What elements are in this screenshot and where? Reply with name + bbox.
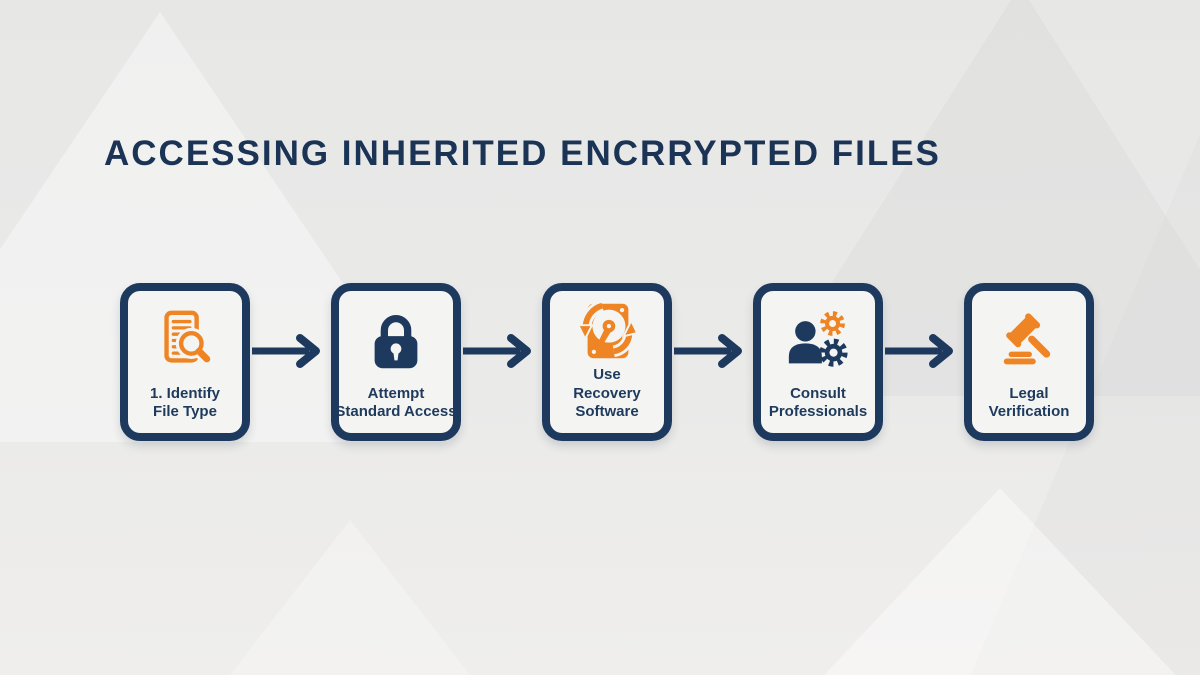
arrow-right-icon (250, 332, 331, 370)
flow-step-attempt-standard-access: Attempt Standard Access (331, 283, 461, 441)
document-search-icon (151, 297, 219, 385)
person-gears-icon (784, 297, 852, 385)
flow-step-use-recovery-software: Use Recovery Software (542, 283, 672, 441)
step-label-line: Consult (790, 384, 846, 402)
gavel-icon (995, 297, 1063, 385)
step-label-line: Professionals (768, 403, 868, 421)
flow-step-legal-verification: Legal Verification (964, 283, 1094, 441)
page-title: ACCESSING INHERITED ENCRRYPTED FILES (104, 134, 941, 173)
step-label: Consult Professionals (769, 385, 867, 423)
arrow-right-icon (672, 332, 753, 370)
background-triangle (690, 488, 1200, 675)
step-label-line: Use (593, 365, 621, 383)
flowchart: 1. Identify File Type Attempt (120, 283, 1094, 441)
step-label: 1. Identify File Type (150, 385, 220, 423)
step-label-line: File Type (153, 403, 217, 421)
step-label: Use Recovery Software (573, 366, 641, 422)
step-label-line: Standard Access (335, 403, 457, 421)
padlock-icon (362, 297, 430, 385)
arrow-right-icon (883, 332, 964, 370)
step-label: Attempt Standard Access (335, 385, 456, 423)
arrow-right-icon (461, 332, 542, 370)
step-label-line: Verification (988, 403, 1070, 421)
step-label-line: Software (575, 403, 639, 421)
step-label-line: 1. Identify (149, 384, 220, 402)
step-label-line: Attempt (367, 384, 425, 402)
disk-recovery-icon (573, 297, 641, 366)
step-label-line: Legal (1009, 384, 1049, 402)
flow-step-identify-file-type: 1. Identify File Type (120, 283, 250, 441)
step-label: Legal Verification (989, 385, 1070, 423)
step-label-line: Recovery (573, 384, 641, 402)
background-triangle (110, 520, 590, 675)
flow-step-consult-professionals: Consult Professionals (753, 283, 883, 441)
